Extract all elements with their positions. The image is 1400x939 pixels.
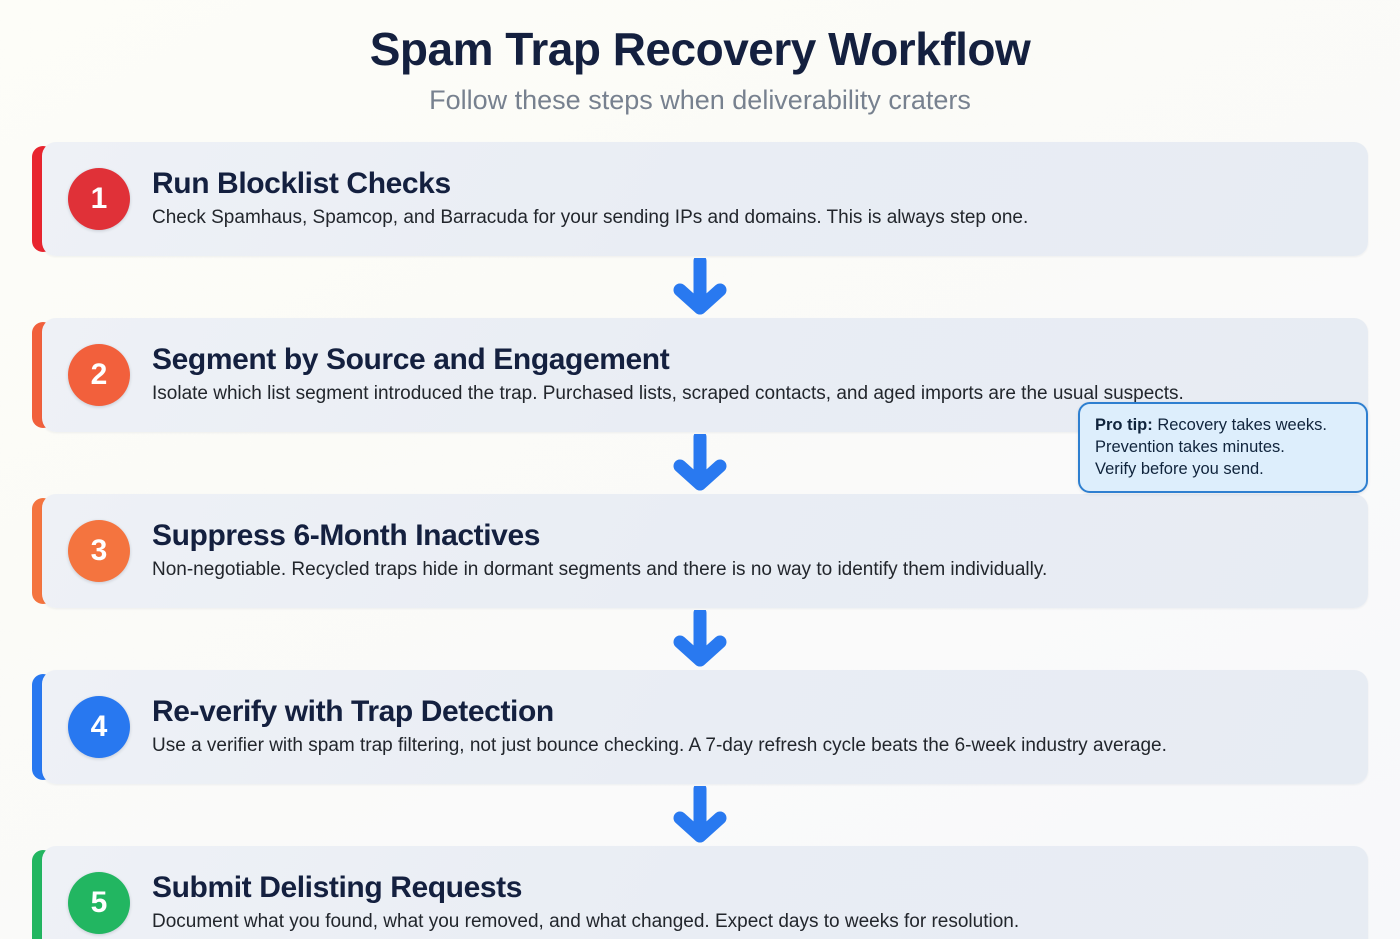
step-connector-arrow [32, 432, 1368, 494]
step-title: Run Blocklist Checks [152, 167, 451, 201]
step-title: Segment by Source and Engagement [152, 343, 670, 377]
step-connector-arrow [32, 256, 1368, 318]
step-number-badge: 3 [68, 519, 130, 582]
pro-tip-callout: Pro tip: Recovery takes weeks. Preventio… [1078, 401, 1368, 494]
pro-tip-line-1: Pro tip: Recovery takes weeks. [1095, 414, 1353, 436]
pro-tip-line-3: Verify before you send. [1095, 460, 1264, 479]
step-description: Use a verifier with spam trap filtering,… [152, 734, 1167, 756]
pro-tip-label: Pro tip: [1095, 415, 1153, 434]
step-number-badge: 5 [68, 871, 130, 934]
step-description: Document what you found, what you remove… [152, 910, 1020, 932]
step-title: Submit Delisting Requests [152, 871, 523, 905]
step-number-badge: 1 [68, 167, 130, 230]
pro-tip-text-1: Recovery takes weeks. [1152, 415, 1327, 434]
step-number-badge: 4 [68, 695, 130, 758]
page-title: Spam Trap Recovery Workflow [369, 23, 1031, 75]
header: Spam Trap Recovery Workflow Follow these… [0, 0, 1400, 116]
arrow-down-icon [673, 609, 727, 667]
step-connector-arrow [32, 784, 1368, 846]
page-subtitle: Follow these steps when deliverability c… [429, 84, 971, 115]
arrow-down-icon [673, 257, 727, 315]
step-title: Re-verify with Trap Detection [152, 695, 554, 729]
step-title: Suppress 6-Month Inactives [152, 519, 541, 553]
step-connector-arrow [32, 608, 1368, 670]
arrow-down-icon [673, 433, 727, 491]
step-number-badge: 2 [68, 343, 130, 406]
arrow-down-icon [673, 785, 727, 843]
step-description: Check Spamhaus, Spamcop, and Barracuda f… [152, 206, 1029, 228]
step-description: Isolate which list segment introduced th… [152, 382, 1184, 404]
step-description: Non-negotiable. Recycled traps hide in d… [152, 558, 1048, 580]
pro-tip-line-2: Prevention takes minutes. [1095, 438, 1285, 457]
